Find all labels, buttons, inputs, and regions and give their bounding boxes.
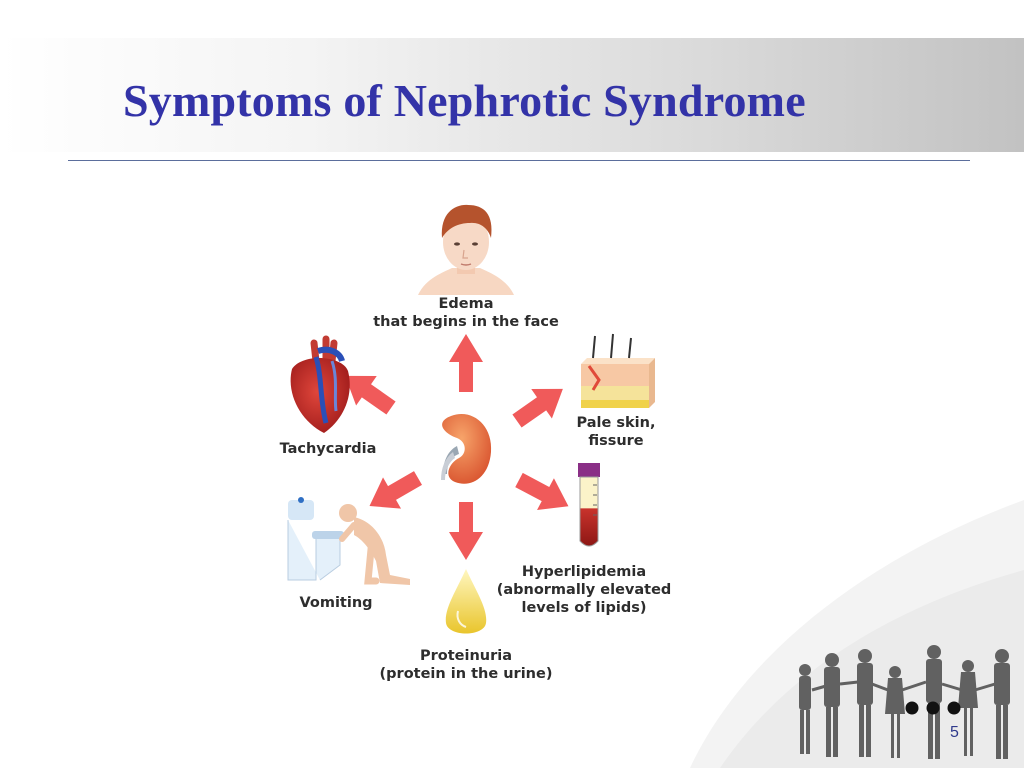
- title-divider: [68, 160, 970, 161]
- label-vomiting: Vomiting: [290, 594, 382, 612]
- label-hyperlipidemia-detail: (abnormally elevated: [496, 582, 672, 598]
- label-proteinuria-name: Proteinuria: [419, 648, 513, 664]
- label-edema: Edema that begins in the face: [366, 295, 566, 331]
- arrow-lower-right: [515, 472, 569, 510]
- label-edema-name: Edema: [438, 296, 494, 312]
- label-pale-skin: Pale skin, fissure: [566, 414, 666, 450]
- blood-tube-icon: [578, 463, 600, 547]
- page-number: 5: [950, 724, 959, 741]
- heart-icon: [290, 335, 350, 433]
- label-pale-skin-detail: fissure: [588, 433, 644, 449]
- label-hyperlipidemia-detail2: levels of lipids): [521, 600, 647, 616]
- arrow-down: [449, 502, 483, 560]
- label-vomiting-name: Vomiting: [299, 595, 373, 611]
- label-proteinuria: Proteinuria (protein in the urine): [366, 647, 566, 683]
- label-tachycardia-name: Tachycardia: [279, 441, 377, 457]
- ellipsis-icon: [905, 701, 961, 715]
- label-hyperlipidemia-name: Hyperlipidemia: [521, 564, 647, 580]
- face-icon: [418, 204, 514, 295]
- vomiting-person-icon: [287, 497, 410, 585]
- title-band: [0, 38, 1024, 152]
- arrow-upper-right: [512, 388, 563, 428]
- arrow-upper-left: [345, 375, 396, 415]
- arrow-lower-left: [369, 471, 422, 509]
- label-edema-detail: that begins in the face: [373, 314, 559, 330]
- arrows: [345, 334, 569, 560]
- kidney-icon: [441, 413, 492, 484]
- label-proteinuria-detail: (protein in the urine): [379, 666, 553, 682]
- slide-title: Symptoms of Nephrotic Syndrome: [123, 75, 806, 126]
- label-tachycardia: Tachycardia: [270, 440, 386, 458]
- arrow-up: [449, 334, 483, 392]
- label-pale-skin-name: Pale skin,: [576, 415, 656, 431]
- urine-drop-icon: [445, 569, 487, 634]
- skin-layer-icon: [581, 333, 655, 408]
- label-hyperlipidemia: Hyperlipidemia (abnormally elevated leve…: [494, 563, 674, 617]
